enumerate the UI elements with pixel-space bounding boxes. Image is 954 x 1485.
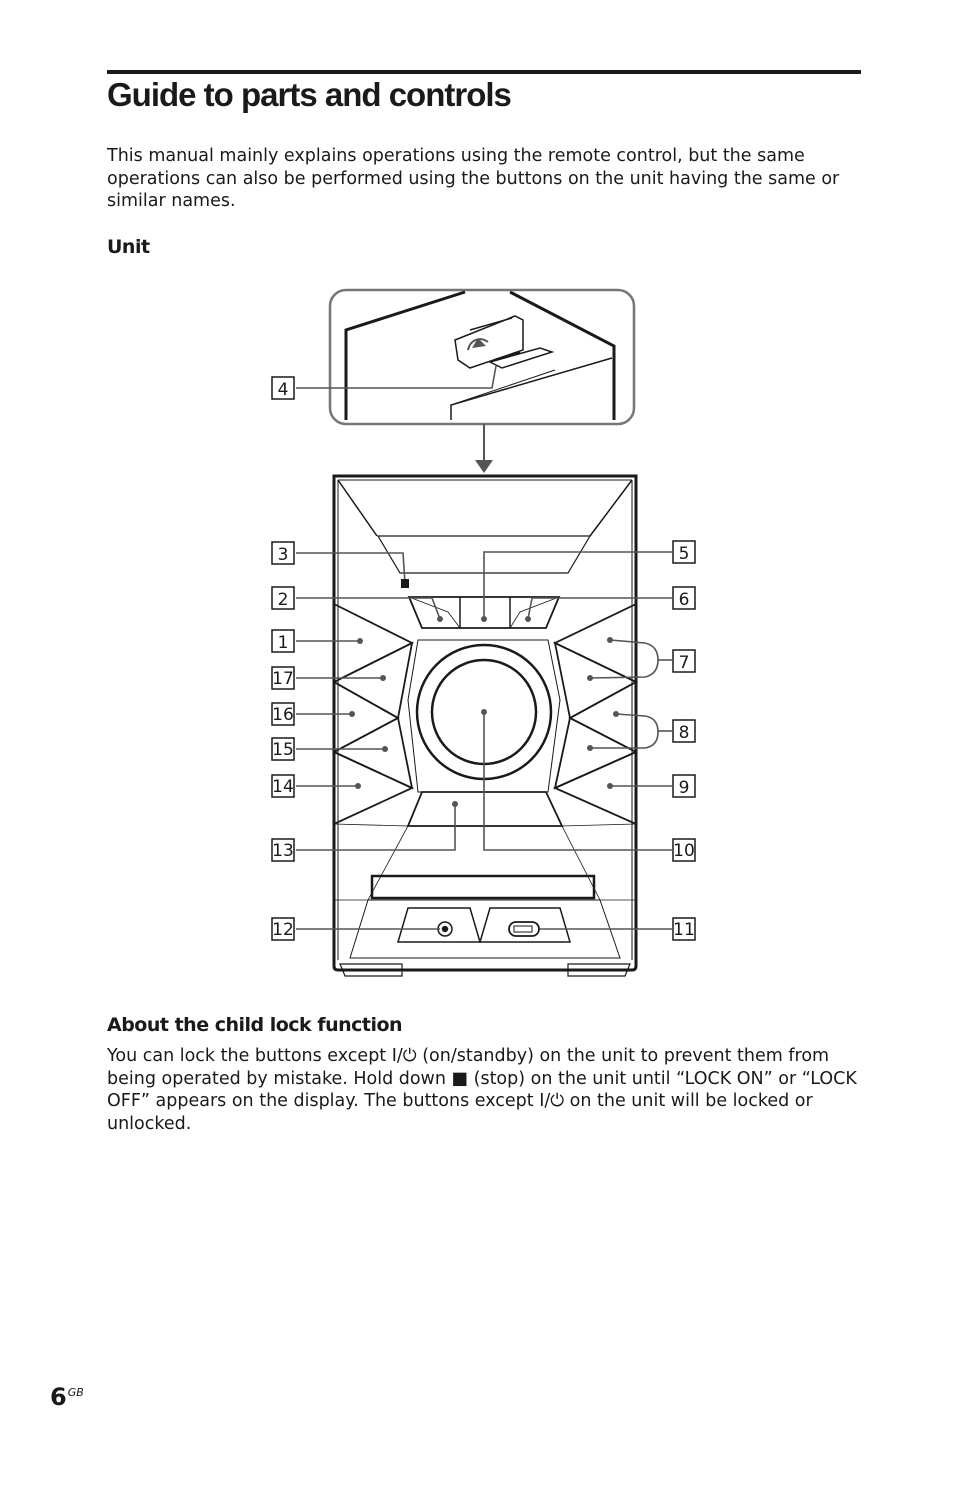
callout-9: 9 xyxy=(672,774,696,798)
svg-text:17: 17 xyxy=(272,669,294,689)
callout-2: 2 xyxy=(271,586,295,610)
svg-text:11: 11 xyxy=(673,920,695,940)
callout-6: 6 xyxy=(672,586,696,610)
callout-17: 17 xyxy=(271,666,295,690)
page-number-value: 6 xyxy=(50,1383,67,1411)
title-rule xyxy=(107,70,861,74)
callout-8: 8 xyxy=(672,719,696,743)
svg-text:8: 8 xyxy=(679,723,690,743)
callout-10: 10 xyxy=(672,838,696,862)
page-number-suffix: GB xyxy=(67,1386,84,1399)
svg-text:16: 16 xyxy=(272,705,294,725)
top-inset-frame xyxy=(328,288,636,426)
usb-port xyxy=(508,921,540,937)
callout-15: 15 xyxy=(271,737,295,761)
callout-13: 13 xyxy=(271,838,295,862)
svg-text:9: 9 xyxy=(679,778,690,798)
child-lock-heading: About the child lock function xyxy=(107,1014,403,1036)
callout-16: 16 xyxy=(271,702,295,726)
remote-sensor xyxy=(401,579,409,588)
svg-text:13: 13 xyxy=(272,841,294,861)
callout-12: 12 xyxy=(271,917,295,941)
unit-heading: Unit xyxy=(107,236,150,258)
svg-text:6: 6 xyxy=(679,590,690,610)
svg-text:4: 4 xyxy=(278,380,289,400)
svg-text:14: 14 xyxy=(272,777,294,797)
child-lock-paragraph: You can lock the buttons except I/⏻ (on/… xyxy=(107,1046,857,1134)
svg-text:5: 5 xyxy=(679,544,690,564)
svg-text:1: 1 xyxy=(278,633,289,653)
callout-14: 14 xyxy=(271,774,295,798)
intro-paragraph: This manual mainly explains operations u… xyxy=(107,146,840,211)
svg-text:10: 10 xyxy=(673,841,695,861)
svg-text:15: 15 xyxy=(272,740,294,760)
svg-text:7: 7 xyxy=(679,653,690,673)
svg-text:2: 2 xyxy=(278,590,289,610)
callout-7: 7 xyxy=(672,649,696,673)
page-number: 6GB xyxy=(50,1383,84,1411)
unit-body xyxy=(332,474,638,972)
callout-3: 3 xyxy=(271,541,295,565)
page-title: Guide to parts and controls xyxy=(107,76,512,113)
callout-11: 11 xyxy=(672,917,696,941)
svg-text:12: 12 xyxy=(272,920,294,940)
unit-diagram: 4 3 2 1 17 16 15 14 13 12 5 6 xyxy=(271,288,696,977)
callout-5: 5 xyxy=(672,540,696,564)
callout-1: 1 xyxy=(271,629,295,653)
callout-4: 4 xyxy=(271,376,295,400)
svg-text:3: 3 xyxy=(278,545,289,565)
